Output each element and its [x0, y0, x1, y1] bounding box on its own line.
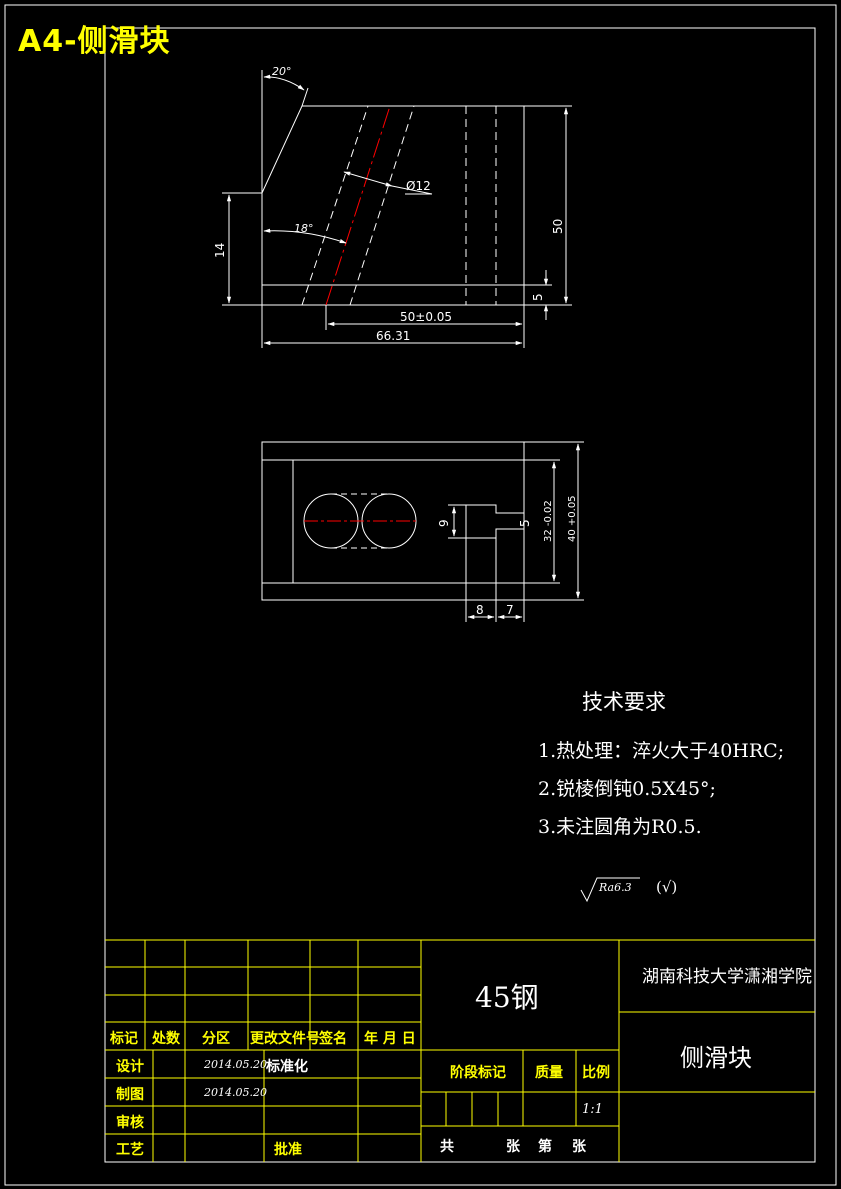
inner-frame — [104, 27, 816, 1163]
material-label: 45钢 — [475, 981, 539, 1014]
tb-label-stage: 阶段标记 — [450, 1065, 506, 1081]
dim-slot-9: 9 — [437, 519, 451, 527]
tb-label-check: 审核 — [116, 1115, 144, 1131]
top-view — [261, 441, 584, 622]
dim-width-50: 50±0.05 — [400, 310, 452, 324]
tb-label-sheet-no: 第 — [538, 1139, 552, 1155]
tb-label-doc: 更改文件号 — [250, 1031, 320, 1047]
tb-label-design: 设计 — [116, 1059, 144, 1075]
front-view — [222, 70, 572, 348]
title-block — [105, 939, 815, 1162]
dim-angle-18: 18° — [294, 222, 314, 235]
tech-requirements-heading: 技术要求 — [582, 690, 666, 714]
outer-frame — [4, 4, 837, 1186]
tb-label-sheet: 张 — [506, 1139, 520, 1155]
roughness-value: Ra6.3 — [598, 881, 632, 894]
tb-label-mark: 标记 — [110, 1031, 138, 1047]
tb-label-craft: 工艺 — [116, 1142, 144, 1158]
tb-label-drawing: 制图 — [116, 1087, 144, 1103]
tb-label-date: 年 月 日 — [364, 1031, 416, 1047]
dim-40: 40 +0.05 — [567, 495, 578, 542]
tb-label-total: 共 — [440, 1139, 454, 1155]
tech-requirement-item: 3.未注圆角为R0.5. — [538, 816, 702, 838]
tech-requirement-item: 1.热处理：淬火大于40HRC; — [538, 740, 785, 762]
dim-height-14: 14 — [213, 243, 227, 258]
scale-value: 1:1 — [582, 1102, 603, 1117]
tb-label-scale: 比例 — [582, 1065, 610, 1081]
tb-label-sheet2: 张 — [572, 1139, 586, 1155]
roughness-note: (√) — [656, 878, 677, 896]
tb-label-sign: 签名 — [319, 1031, 347, 1047]
tb-label-count: 处数 — [152, 1031, 180, 1047]
tb-label-standard: 标准化 — [266, 1059, 308, 1075]
dim-width-6631: 66.31 — [376, 329, 410, 343]
part-name: 侧滑块 — [680, 1044, 752, 1072]
dim-height-5: 5 — [531, 293, 545, 301]
tb-label-approve: 批准 — [274, 1142, 302, 1158]
top-view-labels: 9 5 32 -0.02 40 +0.05 8 7 — [437, 495, 578, 617]
dim-height-50: 50 — [551, 219, 565, 234]
tb-label-zone: 分区 — [202, 1031, 230, 1047]
front-view-labels: 20° 18° Ø12 14 50 5 50±0.05 66.31 — [213, 65, 565, 343]
drawing-date: 2014.05.20 — [204, 1086, 267, 1099]
tech-requirement-item: 2.锐棱倒钝0.5X45°; — [538, 778, 716, 800]
roughness-symbol — [580, 877, 640, 903]
tb-label-mass: 质量 — [535, 1065, 563, 1081]
dim-32: 32 -0.02 — [543, 500, 554, 542]
dim-slot-5: 5 — [518, 519, 532, 527]
dim-7: 7 — [506, 603, 514, 617]
dim-angle-20: 20° — [272, 65, 292, 78]
school-name: 湖南科技大学潇湘学院 — [642, 967, 812, 987]
dim-8: 8 — [476, 603, 484, 617]
design-date: 2014.05.20 — [204, 1058, 267, 1071]
sheet-title: A4-侧滑块 — [18, 24, 171, 59]
dim-hole-dia: Ø12 — [406, 179, 431, 193]
